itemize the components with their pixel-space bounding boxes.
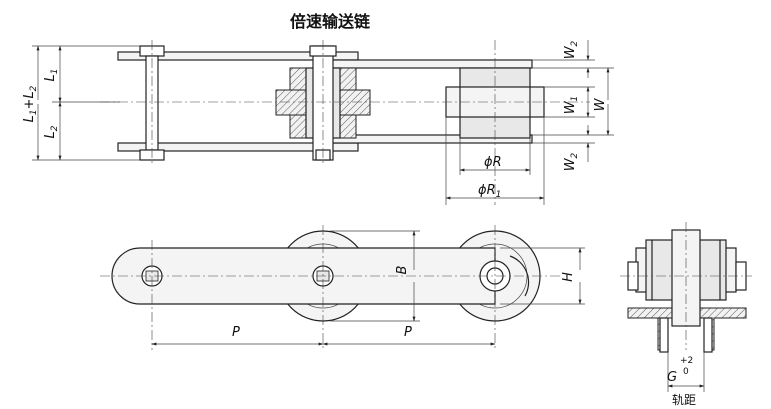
label-g-tol-zero: 0 <box>683 367 689 377</box>
label-p-right: P <box>404 325 412 340</box>
label-g: G <box>667 370 677 385</box>
label-w1: W1 <box>563 96 580 115</box>
label-g-tol-plus: +2 <box>680 356 693 366</box>
label-h: H <box>561 272 576 282</box>
upper-inner-plate <box>321 59 533 69</box>
label-track-gauge: 轨距 <box>672 393 696 407</box>
lower-link-plate <box>117 142 359 152</box>
label-p-left: P <box>232 325 240 340</box>
label-l2: L2 <box>43 125 60 138</box>
side-view-on-track <box>620 222 752 392</box>
label-l1-plus-l2: L1+L2 <box>22 85 39 122</box>
label-phi-r: ϕR <box>484 155 502 170</box>
top-section-view <box>32 40 614 205</box>
label-w2-bottom: W2 <box>563 152 580 171</box>
label-b: B <box>395 265 410 274</box>
label-w2-top: W2 <box>563 40 580 59</box>
roller-section-right <box>339 89 371 116</box>
diagram-title: 倍速输送链 <box>289 12 370 31</box>
front-elevation-view <box>100 225 585 350</box>
label-w: W <box>593 97 608 111</box>
label-l1: L1 <box>43 69 60 82</box>
roller-section-left <box>275 89 307 116</box>
label-phi-r1: ϕR1 <box>478 183 501 200</box>
upper-link-plate <box>117 51 359 61</box>
